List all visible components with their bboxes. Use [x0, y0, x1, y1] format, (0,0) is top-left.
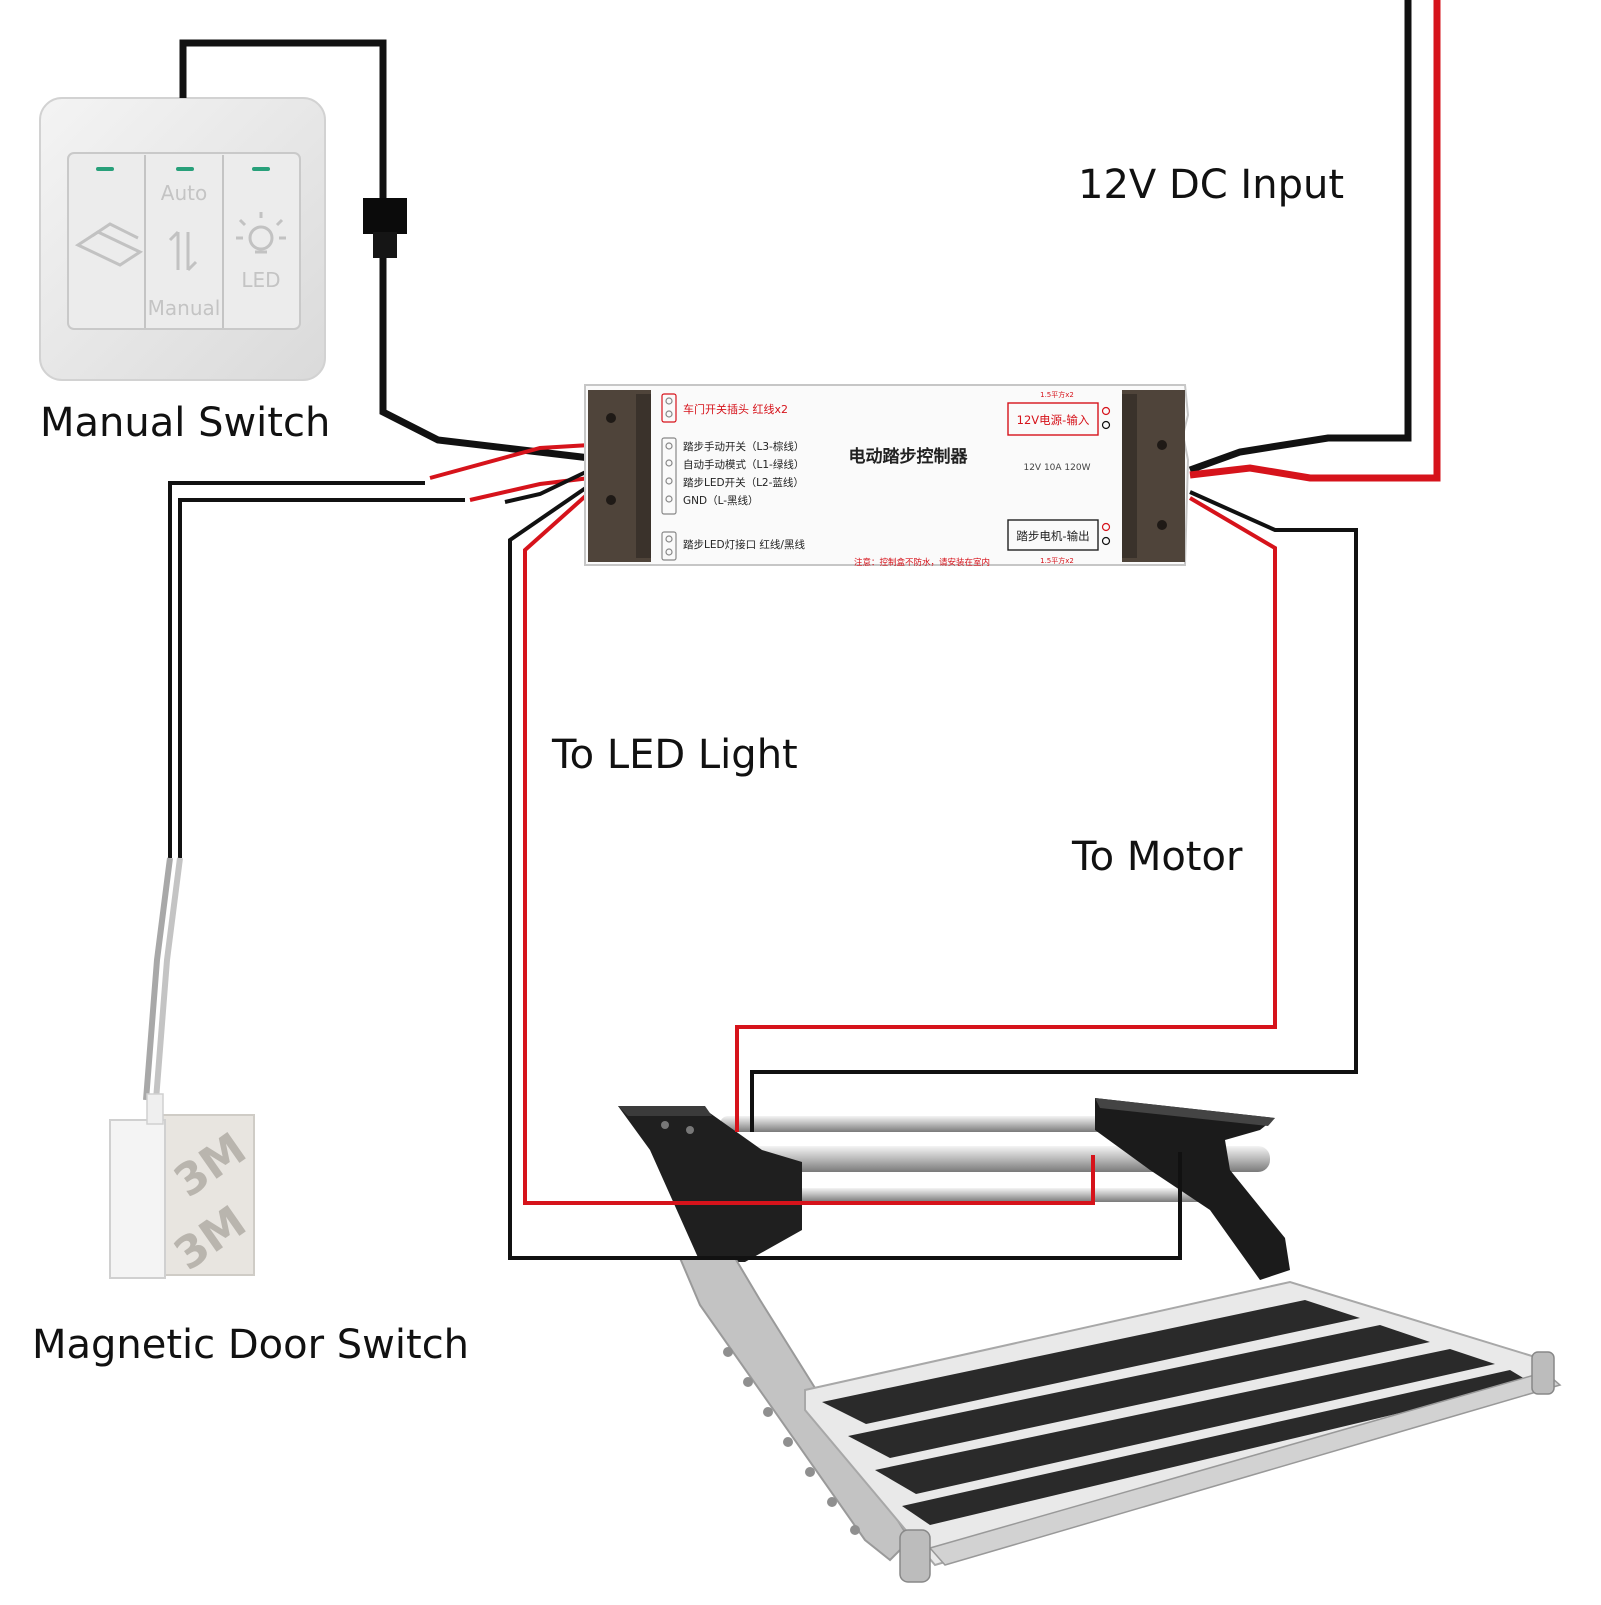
led-port-label: 踏步LED灯接口 红线/黑线 — [683, 538, 805, 551]
manual-switch-label: Manual Switch — [40, 400, 331, 446]
motor-output-label: 踏步电机-输出 — [1016, 529, 1089, 543]
electric-step — [618, 1098, 1562, 1583]
step-icon — [74, 222, 144, 267]
manual-label: Manual — [148, 296, 221, 320]
power-input-label: 12V电源-输入 — [1017, 413, 1090, 427]
door-switch-wire — [168, 481, 425, 858]
wire-row-4: GND（L-黑线） — [683, 494, 759, 507]
wire-row-1: 踏步手动开关（L3-棕线） — [683, 440, 804, 453]
motor-black-wire — [750, 490, 1358, 1132]
led-red-wire — [523, 490, 1095, 1205]
wire-spec-top: 1.5平方x2 — [1040, 390, 1074, 399]
dc-input-label: 12V DC Input — [1078, 162, 1344, 208]
controller-note: 注意：控制盒不防水，请安装在室内 — [854, 557, 990, 568]
auto-label: Auto — [161, 181, 207, 205]
dc-red-wire — [1189, 0, 1441, 482]
controller-rating: 12V 10A 120W — [1023, 463, 1090, 473]
magnetic-door-switch: 3M 3M — [109, 1093, 255, 1281]
led-label: LED — [241, 268, 280, 292]
wire-row-2: 自动手动模式（L1-绿线） — [683, 458, 804, 471]
to-motor-label: To Motor — [1072, 834, 1243, 880]
controller-title: 电动踏步控制器 — [849, 446, 969, 467]
door-input-label: 车门开关插头 红线x2 — [683, 402, 788, 416]
controller-box: 车门开关插头 红线x2 踏步手动开关（L3-棕线） 自动手动模式（L1-绿线） … — [584, 384, 1190, 568]
indicator-led — [176, 167, 194, 171]
wire-ends — [510, 1027, 1182, 1260]
motor-red-wire — [735, 496, 1277, 1132]
magnetic-door-switch-label: Magnetic Door Switch — [32, 1322, 470, 1368]
wire-spec-bottom: 1.5平方x2 — [1040, 556, 1074, 565]
to-led-light-label: To LED Light — [552, 732, 798, 778]
wire-row-3: 踏步LED开关（L2-蓝线） — [683, 476, 804, 489]
up-down-arrows-icon — [168, 230, 198, 272]
manual-switch-panel: Auto Manual LED — [39, 97, 326, 381]
light-bulb-icon — [236, 212, 286, 254]
indicator-led — [96, 167, 114, 171]
indicator-led — [252, 167, 270, 171]
dc-black-wire — [1188, 0, 1412, 474]
cable-connector — [363, 198, 407, 234]
